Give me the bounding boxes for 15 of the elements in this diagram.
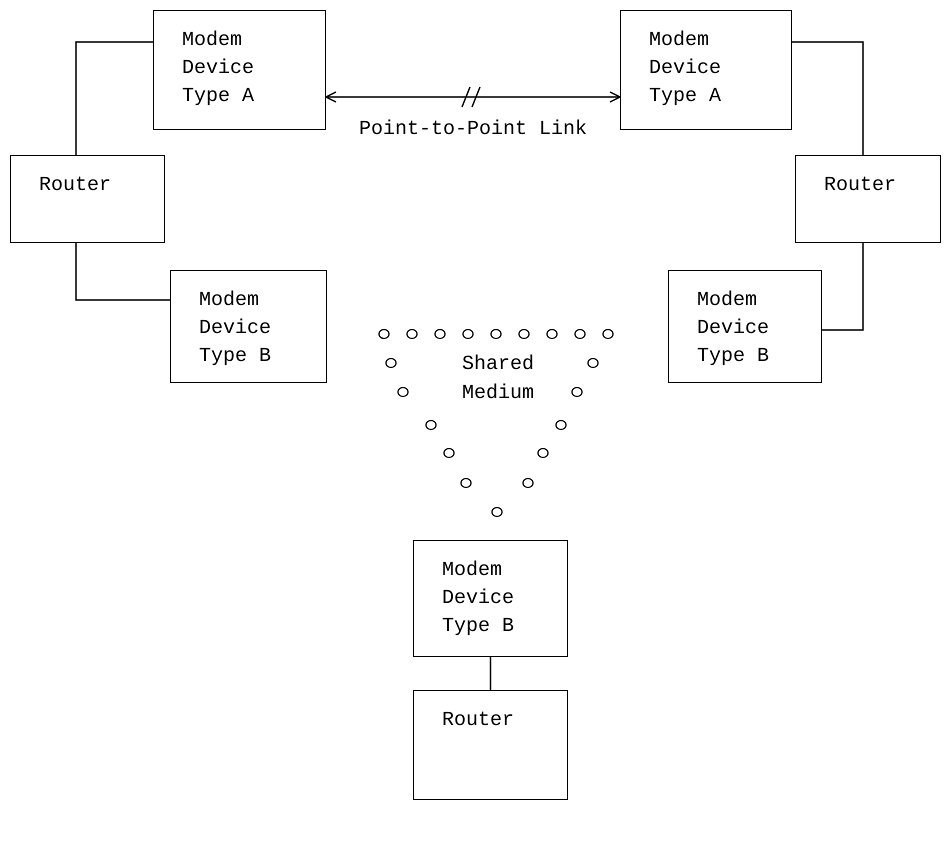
device-box: Router <box>413 690 568 800</box>
device-box: Router <box>795 155 941 243</box>
link-arrow <box>325 91 621 103</box>
device-box: Modem Device Type B <box>668 270 822 383</box>
connector-line <box>822 243 864 331</box>
device-box: Modem Device Type A <box>153 10 326 130</box>
device-box: Modem Device Type B <box>170 270 327 383</box>
device-box: Modem Device Type A <box>620 10 792 130</box>
medium-label: Shared Medium <box>460 352 535 407</box>
connector-line <box>75 243 170 301</box>
connector-line <box>490 657 492 690</box>
connector-line <box>75 41 153 155</box>
device-box: Router <box>10 155 165 243</box>
device-box: Modem Device Type B <box>413 540 568 657</box>
connector-line <box>792 41 864 155</box>
